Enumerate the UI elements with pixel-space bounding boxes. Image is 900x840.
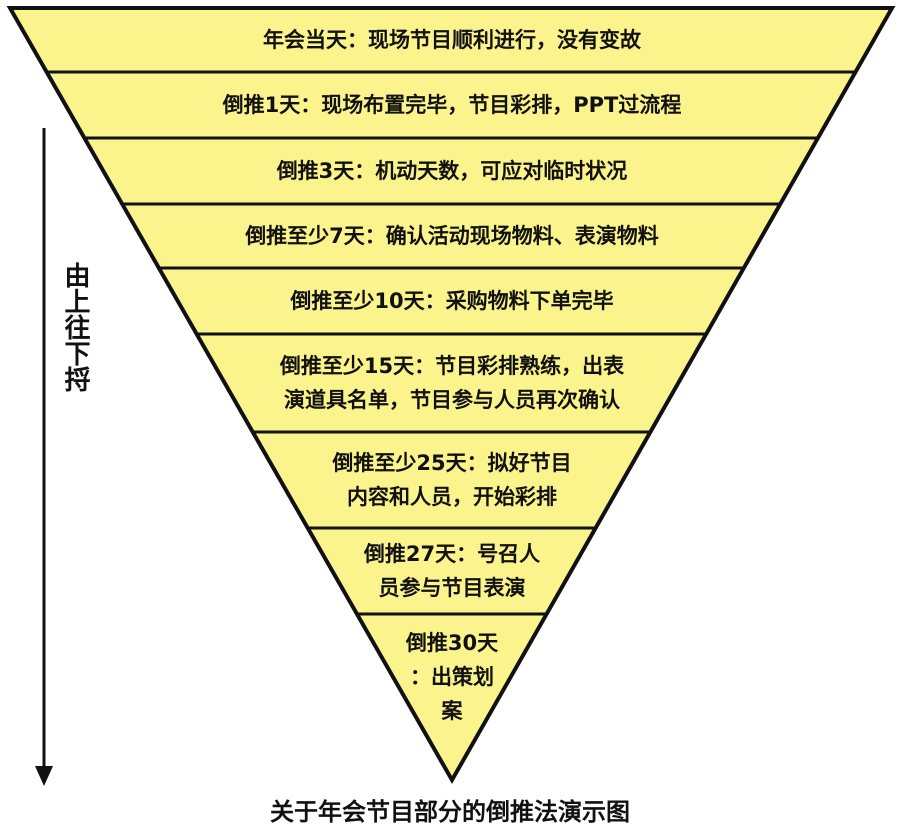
band-5: 倒推至少10天：采购物料下单完毕 — [0, 284, 900, 318]
band-4: 倒推至少7天：确认活动现场物料、表演物料 — [0, 219, 900, 253]
band-text-line: 演道具名单，节目参与人员再次确认 — [284, 388, 620, 412]
band-text-line: 年会当天：现场节目顺利进行，没有变故 — [263, 28, 641, 52]
funnel-outline — [6, 6, 896, 785]
band-6: 倒推至少15天：节目彩排熟练，出表演道具名单，节目参与人员再次确认 — [0, 349, 900, 417]
band-text-line: 倒推1天：现场布置完毕，节目彩排，PPT过流程 — [222, 93, 682, 117]
direction-label: 由上往下捋 — [60, 262, 90, 392]
band-3: 倒推3天：机动天数，可应对临时状况 — [0, 154, 900, 188]
band-text-line: 倒推30天 — [405, 631, 499, 655]
band-7: 倒推至少25天：拟好节目内容和人员，开始彩排 — [0, 446, 900, 514]
band-1: 年会当天：现场节目顺利进行，没有变故 — [0, 23, 900, 57]
band-text-line: ：出策划 — [410, 665, 494, 689]
band-text-line: 案 — [441, 699, 463, 723]
band-text-line: 倒推至少7天：确认活动现场物料、表演物料 — [245, 224, 659, 248]
band-text-line: 倒推27天：号召人 — [363, 542, 541, 566]
band-2: 倒推1天：现场布置完毕，节目彩排，PPT过流程 — [0, 88, 900, 122]
band-9: 倒推30天 ：出策划案 — [0, 626, 900, 728]
band-text-line: 倒推至少10天：采购物料下单完毕 — [290, 289, 614, 313]
band-text-line: 员参与节目表演 — [378, 576, 526, 600]
band-8: 倒推27天：号召人员参与节目表演 — [0, 537, 900, 605]
band-text-line: 倒推至少25天：拟好节目 — [332, 451, 572, 475]
band-text-line: 内容和人员，开始彩排 — [347, 485, 557, 509]
band-text-line: 倒推3天：机动天数，可应对临时状况 — [276, 159, 628, 183]
band-text-line: 倒推至少15天：节目彩排熟练，出表 — [279, 354, 625, 378]
diagram-caption: 关于年会节目部分的倒推法演示图 — [270, 798, 630, 826]
